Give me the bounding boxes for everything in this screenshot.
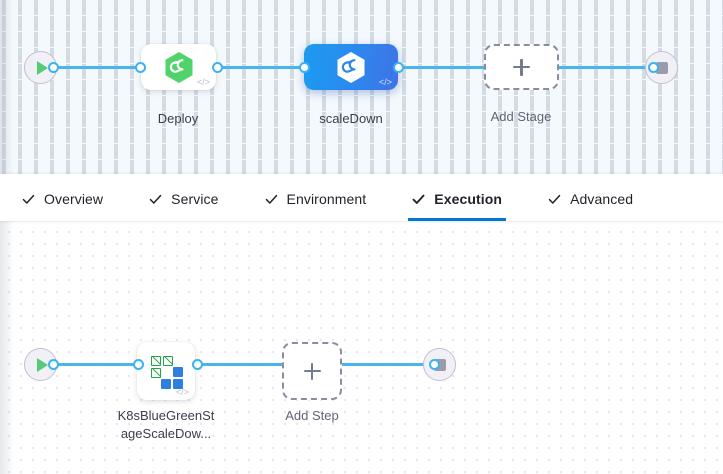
port-deploy-out[interactable]: [212, 62, 223, 73]
tab-service[interactable]: Service: [149, 174, 218, 221]
wire-addstep-to-end: [341, 363, 433, 366]
port-exec-start-out[interactable]: [48, 359, 59, 370]
plus-icon: [513, 58, 530, 76]
tab-execution[interactable]: Execution: [408, 174, 506, 221]
wire-scaledown-to-addstage: [396, 66, 486, 69]
stage-node-label-scaledown: scaleDown: [319, 111, 383, 126]
harness-hexagon-icon: [165, 51, 192, 83]
code-glyph-icon: </>: [196, 77, 210, 87]
port-start-out[interactable]: [48, 62, 59, 73]
stage-graph: </> </> Depl: [0, 0, 723, 174]
port-step-out[interactable]: [192, 359, 203, 370]
port-end-in[interactable]: [648, 62, 659, 73]
step-node-k8s-bluegreen-scaledown[interactable]: </>: [137, 342, 195, 400]
execution-graph: </> K8sBlueGreenSt ageScaleDow... Add St…: [0, 221, 723, 474]
port-deploy-in[interactable]: [135, 62, 146, 73]
stage-node-label-deploy: Deploy: [157, 111, 199, 126]
check-icon: [22, 193, 35, 206]
harness-hexagon-icon: [337, 51, 365, 83]
plus-icon: [303, 362, 321, 380]
wire-start-to-deploy: [52, 66, 141, 69]
execution-canvas[interactable]: </> K8sBlueGreenSt ageScaleDow... Add St…: [0, 221, 723, 474]
code-glyph-icon: </>: [175, 387, 189, 397]
stage-node-scaledown[interactable]: </>: [304, 44, 398, 90]
tab-label: Service: [171, 191, 219, 207]
tab-label: Environment: [286, 191, 367, 207]
stage-node-deploy[interactable]: </>: [141, 44, 216, 90]
add-step-label: Add Step: [285, 408, 339, 423]
code-glyph-icon: </>: [378, 77, 392, 87]
port-exec-end-in[interactable]: [429, 359, 440, 370]
port-scaledown-out[interactable]: [393, 62, 404, 73]
tab-advanced[interactable]: Advanced: [548, 174, 633, 221]
wire-step-to-addstep: [196, 363, 284, 366]
tab-label: Execution: [434, 191, 503, 207]
pipeline-stage-canvas[interactable]: </> </> Depl: [0, 0, 723, 174]
check-icon: [265, 193, 278, 206]
wire-deploy-to-scaledown: [216, 66, 306, 69]
stage-config-tabs: Overview Service Environment Execution A: [0, 174, 723, 221]
blue-green-deployment-icon: [149, 354, 183, 389]
check-icon: [412, 193, 425, 206]
wire-addstage-to-end: [557, 66, 652, 69]
add-stage-label: Add Stage: [490, 109, 552, 124]
wire-start-to-step: [52, 363, 142, 366]
add-stage-button[interactable]: [484, 44, 559, 90]
check-icon: [548, 193, 561, 206]
add-step-button[interactable]: [282, 342, 342, 400]
tab-label: Advanced: [570, 191, 634, 207]
check-icon: [149, 193, 162, 206]
step-node-label: K8sBlueGreenSt ageScaleDow...: [117, 408, 215, 441]
play-icon: [36, 60, 48, 75]
play-icon: [36, 357, 48, 372]
port-step-in[interactable]: [133, 359, 144, 370]
tab-environment[interactable]: Environment: [265, 174, 367, 221]
tab-label: Overview: [44, 191, 104, 207]
port-scaledown-in[interactable]: [299, 62, 310, 73]
tab-overview[interactable]: Overview: [22, 174, 103, 221]
